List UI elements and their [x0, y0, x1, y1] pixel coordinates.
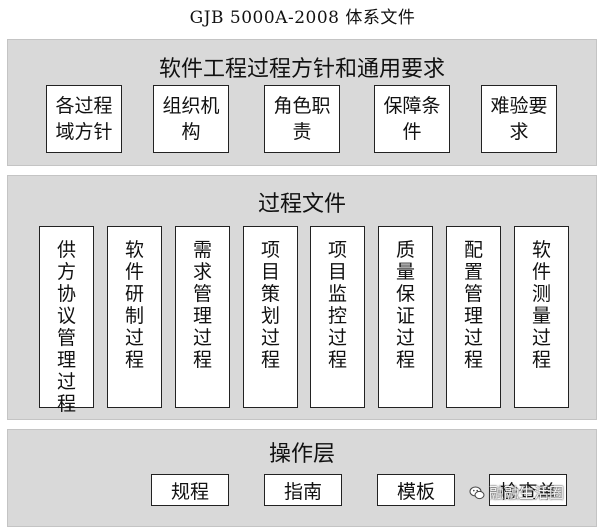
- process-box-label: 配置管理过程: [463, 239, 483, 371]
- process-box-development: 软件研制过程: [107, 226, 162, 408]
- process-box-measurement: 软件测量过程: [514, 226, 569, 408]
- process-box-configuration-mgmt: 配置管理过程: [446, 226, 501, 408]
- wechat-icon: [469, 486, 485, 499]
- operation-band-title: 操作层: [268, 442, 335, 467]
- policy-box-organization: 组织机构: [153, 85, 229, 153]
- process-box-label: 项目监控过程: [327, 239, 347, 371]
- process-box-requirements-mgmt: 需求管理过程: [175, 226, 230, 408]
- policy-box-support: 保障条件: [374, 85, 450, 153]
- process-box-quality-assurance: 质量保证过程: [378, 226, 433, 408]
- process-band: 过程文件 供方协议管理过程 软件研制过程 需求管理过程 项目策划过程 项目监控过…: [7, 175, 597, 420]
- process-box-project-planning: 项目策划过程: [243, 226, 298, 408]
- policy-band: 软件工程过程方针和通用要求 各过程域方针 组织机构 角色职责 保障条件 难验要求: [7, 39, 597, 166]
- process-box-supplier-agreement: 供方协议管理过程: [39, 226, 94, 415]
- operation-box-template: 模板: [377, 474, 455, 506]
- process-box-label: 软件测量过程: [531, 239, 551, 371]
- operation-box-procedure: 规程: [151, 474, 229, 506]
- process-box-project-monitoring: 项目监控过程: [310, 226, 365, 408]
- process-box-label: 质量保证过程: [395, 239, 415, 371]
- process-box-label: 软件研制过程: [124, 239, 144, 371]
- process-box-label: 供方协议管理过程: [56, 239, 76, 415]
- operation-box-guide: 指南: [264, 474, 342, 506]
- watermark: 融融生活圈: [469, 482, 564, 503]
- policy-box-process-area-policy: 各过程域方针: [46, 85, 122, 153]
- policy-band-title: 软件工程过程方针和通用要求: [158, 57, 445, 82]
- operation-band: 操作层 规程 指南 模板 检查单: [7, 429, 597, 527]
- process-band-title: 过程文件: [257, 192, 346, 217]
- process-box-label: 需求管理过程: [192, 239, 212, 371]
- diagram-title: GJB 5000A-2008 体系文件: [189, 8, 416, 28]
- policy-box-requirements: 难验要求: [481, 85, 557, 153]
- policy-box-roles: 角色职责: [264, 85, 340, 153]
- operation-box-checklist: 检查单: [489, 474, 567, 506]
- watermark-text: 融融生活圈: [489, 484, 565, 502]
- process-box-label: 项目策划过程: [260, 239, 280, 371]
